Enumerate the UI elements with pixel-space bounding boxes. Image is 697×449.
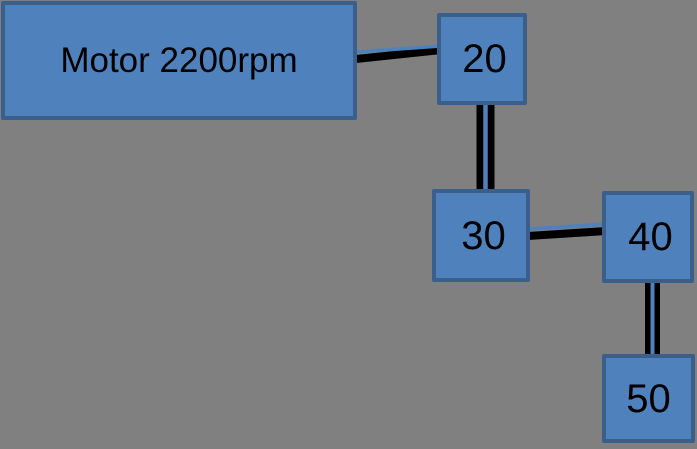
node-gear-20-label: 20	[462, 37, 507, 81]
node-gear-40: 40	[602, 191, 694, 283]
node-gear-20: 20	[437, 13, 527, 105]
edge-30-to-40	[527, 222, 608, 240]
node-gear-50: 50	[602, 354, 695, 443]
node-gear-50-label: 50	[626, 376, 671, 421]
edge-motor-to-20	[355, 44, 442, 63]
node-gear-40-label: 40	[628, 215, 673, 259]
node-gear-30: 30	[432, 189, 530, 282]
node-gear-30-label: 30	[461, 213, 506, 258]
node-motor: Motor 2200rpm	[1, 1, 357, 120]
node-motor-label: Motor 2200rpm	[60, 41, 298, 80]
